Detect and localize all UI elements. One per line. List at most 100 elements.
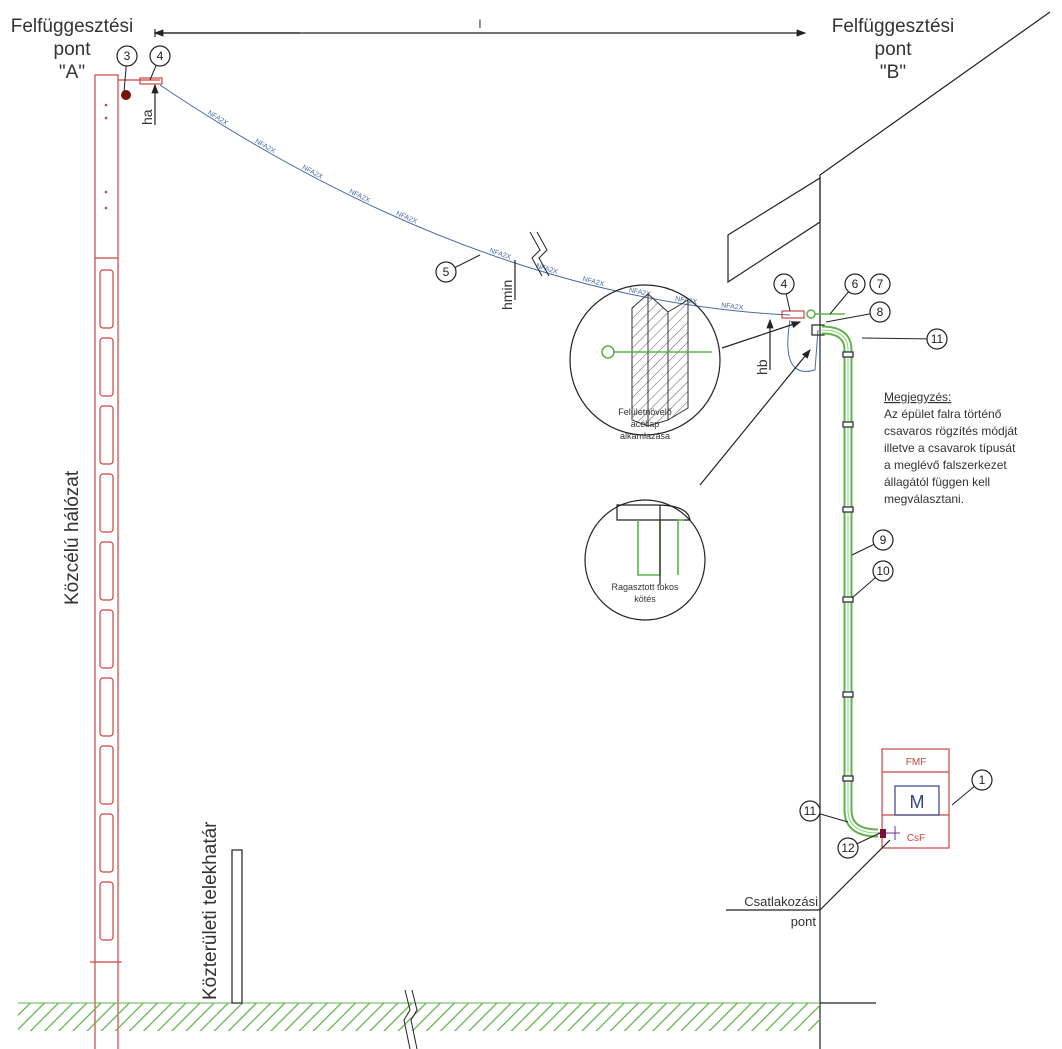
pole-slot [99,609,114,669]
connection-point-label: Csatlakozási pont [726,839,891,929]
callout-11: 11 [861,328,948,350]
point-b-label: Felfüggesztési pont "B" [832,16,955,83]
svg-text:12: 12 [841,841,855,855]
pole-slot [99,337,114,397]
svg-text:"A": "A" [59,62,85,83]
callout-4: 4 [773,273,795,312]
point-a-label: Felfüggesztési pont "A" [11,16,134,83]
svg-text:5: 5 [443,265,450,279]
pipe-clamp [842,691,854,698]
cable-label: NFA2X [301,164,324,181]
callout-12: 12 [837,832,881,859]
callout-5: 5 [435,254,481,283]
callout-9: 9 [851,529,894,556]
break-symbol [529,231,550,277]
pipe-clamp [842,421,854,428]
svg-text:10: 10 [876,564,890,578]
service-pipe [821,325,879,838]
pole-slot [99,813,114,873]
svg-text:pont: pont [54,39,92,60]
svg-text:Csatlakozási: Csatlakozási [744,894,818,909]
svg-text:állagától függen kell: állagától függen kell [884,475,990,489]
building [727,11,1051,1049]
pole-slot [99,541,114,601]
pipe-clamp [842,775,854,782]
pipe-clamp [842,351,854,358]
svg-text:Ragasztott tokos: Ragasztott tokos [611,582,679,592]
hmin-dimension: hmin [499,260,516,310]
detail-glued-socket: Ragasztott tokos kötés [584,349,811,621]
boundary-post [231,849,243,1004]
svg-text:11: 11 [804,804,817,818]
svg-text:alkamlazása: alkamlazása [620,431,670,441]
pole-slot [99,677,114,737]
callout-6: 6 [829,273,866,315]
svg-text:acéllap: acéllap [631,419,660,429]
svg-text:9: 9 [880,533,887,547]
pole-slot [99,405,114,465]
svg-text:8: 8 [877,305,884,319]
span-dimension: l [153,17,807,37]
pole-bolt [121,90,131,100]
svg-text:"B": "B" [880,62,906,83]
svg-text:Felfüggesztési: Felfüggesztési [11,16,134,37]
cable-label: NFA2X [206,110,229,128]
wall-attachment [781,309,845,372]
pole-slot [99,881,114,941]
svg-text:ha: ha [139,109,155,125]
pipe-clamp [842,506,854,513]
svg-text:6: 6 [852,277,859,291]
svg-text:a meglévő falszerkezet: a meglévő falszerkezet [884,458,1007,472]
cable-label: NFA2X [582,276,606,288]
utility-pole [90,74,163,1049]
pole-slot [99,473,114,533]
callout-11: 11 [799,800,849,823]
callout-1: 1 [951,769,993,806]
cable-label: NFA2X [489,247,513,261]
cable-label: NFA2X [254,138,277,155]
cable-label: NFA2X [395,210,418,226]
callout-7: 7 [869,273,891,295]
svg-text:11: 11 [931,332,944,346]
callout-10: 10 [851,560,894,599]
svg-text:l: l [479,17,482,31]
svg-text:pont: pont [791,914,817,929]
svg-text:FMF: FMF [906,757,927,768]
pipe-clamp [842,596,854,603]
svg-text:Felületnövelő: Felületnövelő [618,407,672,417]
svg-text:Felfüggesztési: Felfüggesztési [832,16,955,37]
svg-text:M: M [910,792,925,812]
ground-break [403,989,418,1049]
callout-8: 8 [825,301,891,323]
network-label: Közcélú hálózat [62,470,83,605]
hb-dimension: hb [754,318,774,375]
svg-text:Megjegyzés:: Megjegyzés: [884,390,951,404]
svg-text:CsF: CsF [907,833,925,844]
callouts: 1 3 4 4 5 6 7 8 9 10 11 11 12 [116,45,993,859]
svg-text:illetve a csavarok típusát: illetve a csavarok típusát [884,441,1016,455]
note-block: Megjegyzés: Az épület falra történő csav… [884,390,1018,506]
svg-text:4: 4 [157,49,164,63]
svg-text:hb: hb [754,359,770,375]
pole-slot [99,269,114,329]
cable-label: NFA2X [721,302,744,312]
svg-text:1: 1 [979,773,986,787]
meter-cabinet: FMF M CsF [878,748,950,849]
overhead-cable [159,84,791,316]
svg-text:Az épület falra történő: Az épület falra történő [884,407,1002,421]
cable-label: NFA2X [628,287,651,298]
detail-steel-plate: Felületnövelő acéllap alkamlazása [569,284,802,441]
pole-slot [99,745,114,805]
callout-4: 4 [149,45,171,81]
svg-text:4: 4 [781,277,788,291]
callout-3: 3 [116,45,138,93]
svg-text:hmin: hmin [499,280,515,310]
boundary-label: Közterületi telekhatár [200,821,221,1000]
svg-text:7: 7 [877,277,884,291]
ha-dimension: ha [139,83,159,125]
svg-text:3: 3 [124,49,131,63]
svg-text:csavaros rögzítés módját: csavaros rögzítés módját [884,424,1018,438]
ground-hatch [18,1003,820,1031]
